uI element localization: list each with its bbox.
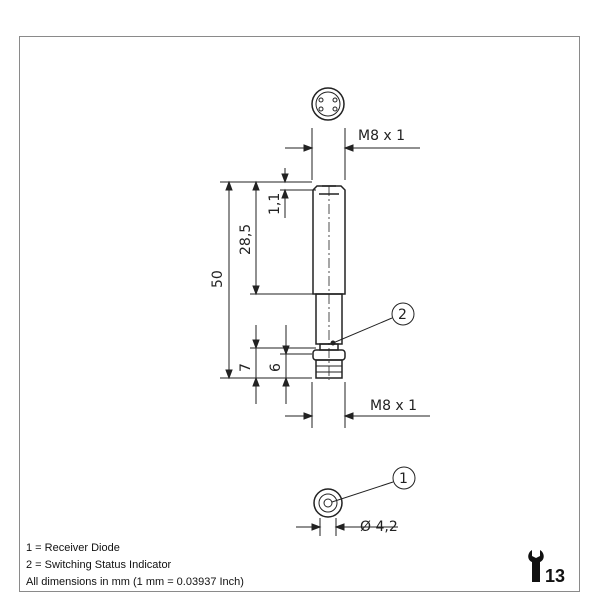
top-offset-label: 1,1 [267, 193, 283, 215]
drawing-frame [19, 36, 580, 592]
body-length-label: 28,5 [238, 224, 254, 255]
top-thread-label: M8 x 1 [358, 128, 405, 144]
diameter-label: Ø 4,2 [360, 519, 398, 535]
legend-receiver-diode: 1 = Receiver Diode [26, 542, 120, 554]
lower-7-label: 7 [238, 363, 254, 372]
total-length-label: 50 [210, 270, 226, 288]
receiver-end-view-icon [313, 488, 343, 518]
lower-6-label: 6 [268, 363, 284, 372]
callout-1-label: 1 [399, 471, 408, 487]
dimension-note: All dimensions in mm (1 mm = 0.03937 Inc… [26, 576, 244, 588]
page-number: 13 [545, 566, 566, 586]
legend-status-indicator: 2 = Switching Status Indicator [26, 559, 172, 571]
wrench-icon [528, 550, 544, 582]
bottom-thread-label: M8 x 1 [370, 398, 417, 414]
connector-end-view-icon [311, 87, 345, 121]
callout-2-label: 2 [398, 307, 407, 323]
